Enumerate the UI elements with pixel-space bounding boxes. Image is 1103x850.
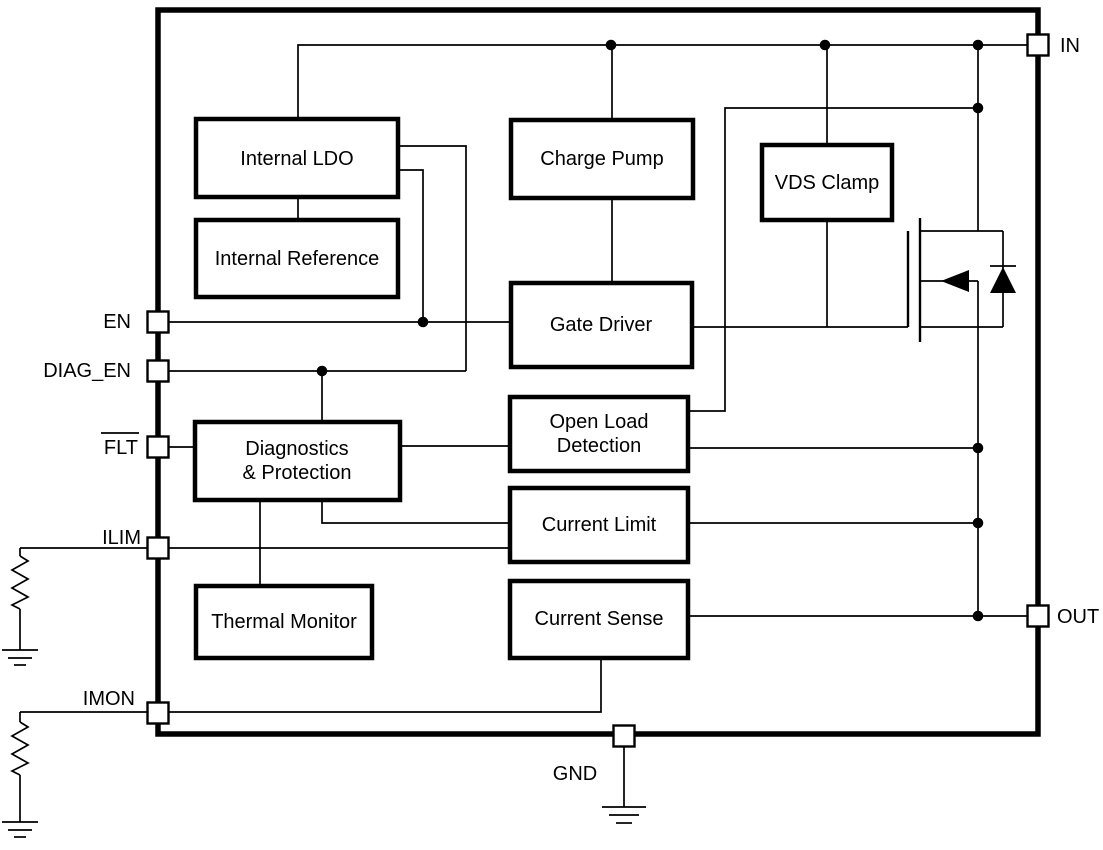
pin-square [146,536,170,560]
pin-diag-en: DIAG_EN [43,359,170,383]
junction-dot [972,610,984,622]
block-label: Gate Driver [550,314,653,336]
junction-dot [972,39,984,51]
imon-resistor [2,712,38,838]
block-label: Open Load [550,411,649,433]
pin-label: IMON [83,688,135,710]
block-box [508,280,695,370]
mosfet-symbol [906,218,1016,342]
pin-out: OUT [1026,604,1099,628]
block-label: Thermal Monitor [211,611,357,633]
block-box [507,485,691,565]
block-box [193,583,375,661]
junction-dots [316,39,984,622]
junction-dot [819,39,831,51]
block-label: Detection [557,435,642,457]
pin-imon: IMON [83,688,170,725]
junction-dot [605,39,617,51]
pin-in: IN [1026,33,1080,57]
pin-square [146,310,170,334]
block-box [192,419,403,503]
block-gate-driver: Gate Driver [508,280,695,370]
pin-label: IN [1060,35,1080,57]
block-label: Diagnostics [245,438,348,460]
pin-en: EN [103,310,170,334]
junction-dot [972,442,984,454]
wires [20,44,1028,713]
block-open-load-detection: Open Load Detection [507,394,691,474]
pin-label: EN [103,311,131,333]
mosfet-arrow-icon [941,270,969,292]
ground-icon [2,821,38,838]
block-label: Internal LDO [240,148,353,170]
block-label: VDS Clamp [775,172,879,194]
pin-square [612,724,636,748]
block-vds-clamp: VDS Clamp [759,142,895,223]
block-box [193,217,401,300]
pin-square [146,701,170,725]
wire-in-bus [297,44,1028,119]
pin-label: DIAG_EN [43,360,131,382]
body-diode-icon [990,267,1016,293]
pin-label: FLT [104,437,138,459]
resistor-zigzag-icon [10,721,30,776]
pin-ilim: ILIM [102,527,170,560]
wire-ldo-en [398,169,424,322]
junction-dot [972,517,984,529]
block-label: Charge Pump [540,148,663,170]
wire-ldo-diagen [398,145,467,371]
ground-icon [2,649,38,666]
block-label: Current Sense [535,608,664,630]
block-charge-pump: Charge Pump [508,117,696,201]
junction-dot [417,316,429,328]
pin-label: OUT [1057,606,1099,628]
pin-square [1026,33,1050,57]
resistor-zigzag-icon [10,555,30,610]
block-label: Internal Reference [215,248,380,270]
block-box [193,116,401,200]
junction-dot [972,102,984,114]
block-internal-ldo: Internal LDO [193,116,401,200]
pin-square [146,359,170,383]
block-thermal-monitor: Thermal Monitor [193,583,375,661]
pin-square [1026,604,1050,628]
wire-diagnostics-currentlimit [321,500,510,524]
pin-label: ILIM [102,527,141,549]
pin-gnd: GND [553,724,636,785]
ground-icon [602,806,646,824]
ilim-resistor [2,548,38,666]
block-box [507,578,691,661]
pin-label: GND [553,763,597,785]
block-internal-reference: Internal Reference [193,217,401,300]
pin-square [146,435,170,459]
gnd-ground [602,747,646,824]
pin-flt: FLT [101,432,170,459]
wire-currentsense-imon [20,658,602,713]
block-current-limit: Current Limit [507,485,691,565]
block-current-sense: Current Sense [507,578,691,661]
block-box [508,117,696,201]
junction-dot [316,365,328,377]
block-box [507,394,691,474]
block-diagnostics-protection: Diagnostics & Protection [192,419,403,503]
block-label: Current Limit [542,514,657,536]
block-box [759,142,895,223]
wire-in-openload [688,107,978,412]
block-label: & Protection [243,462,352,484]
